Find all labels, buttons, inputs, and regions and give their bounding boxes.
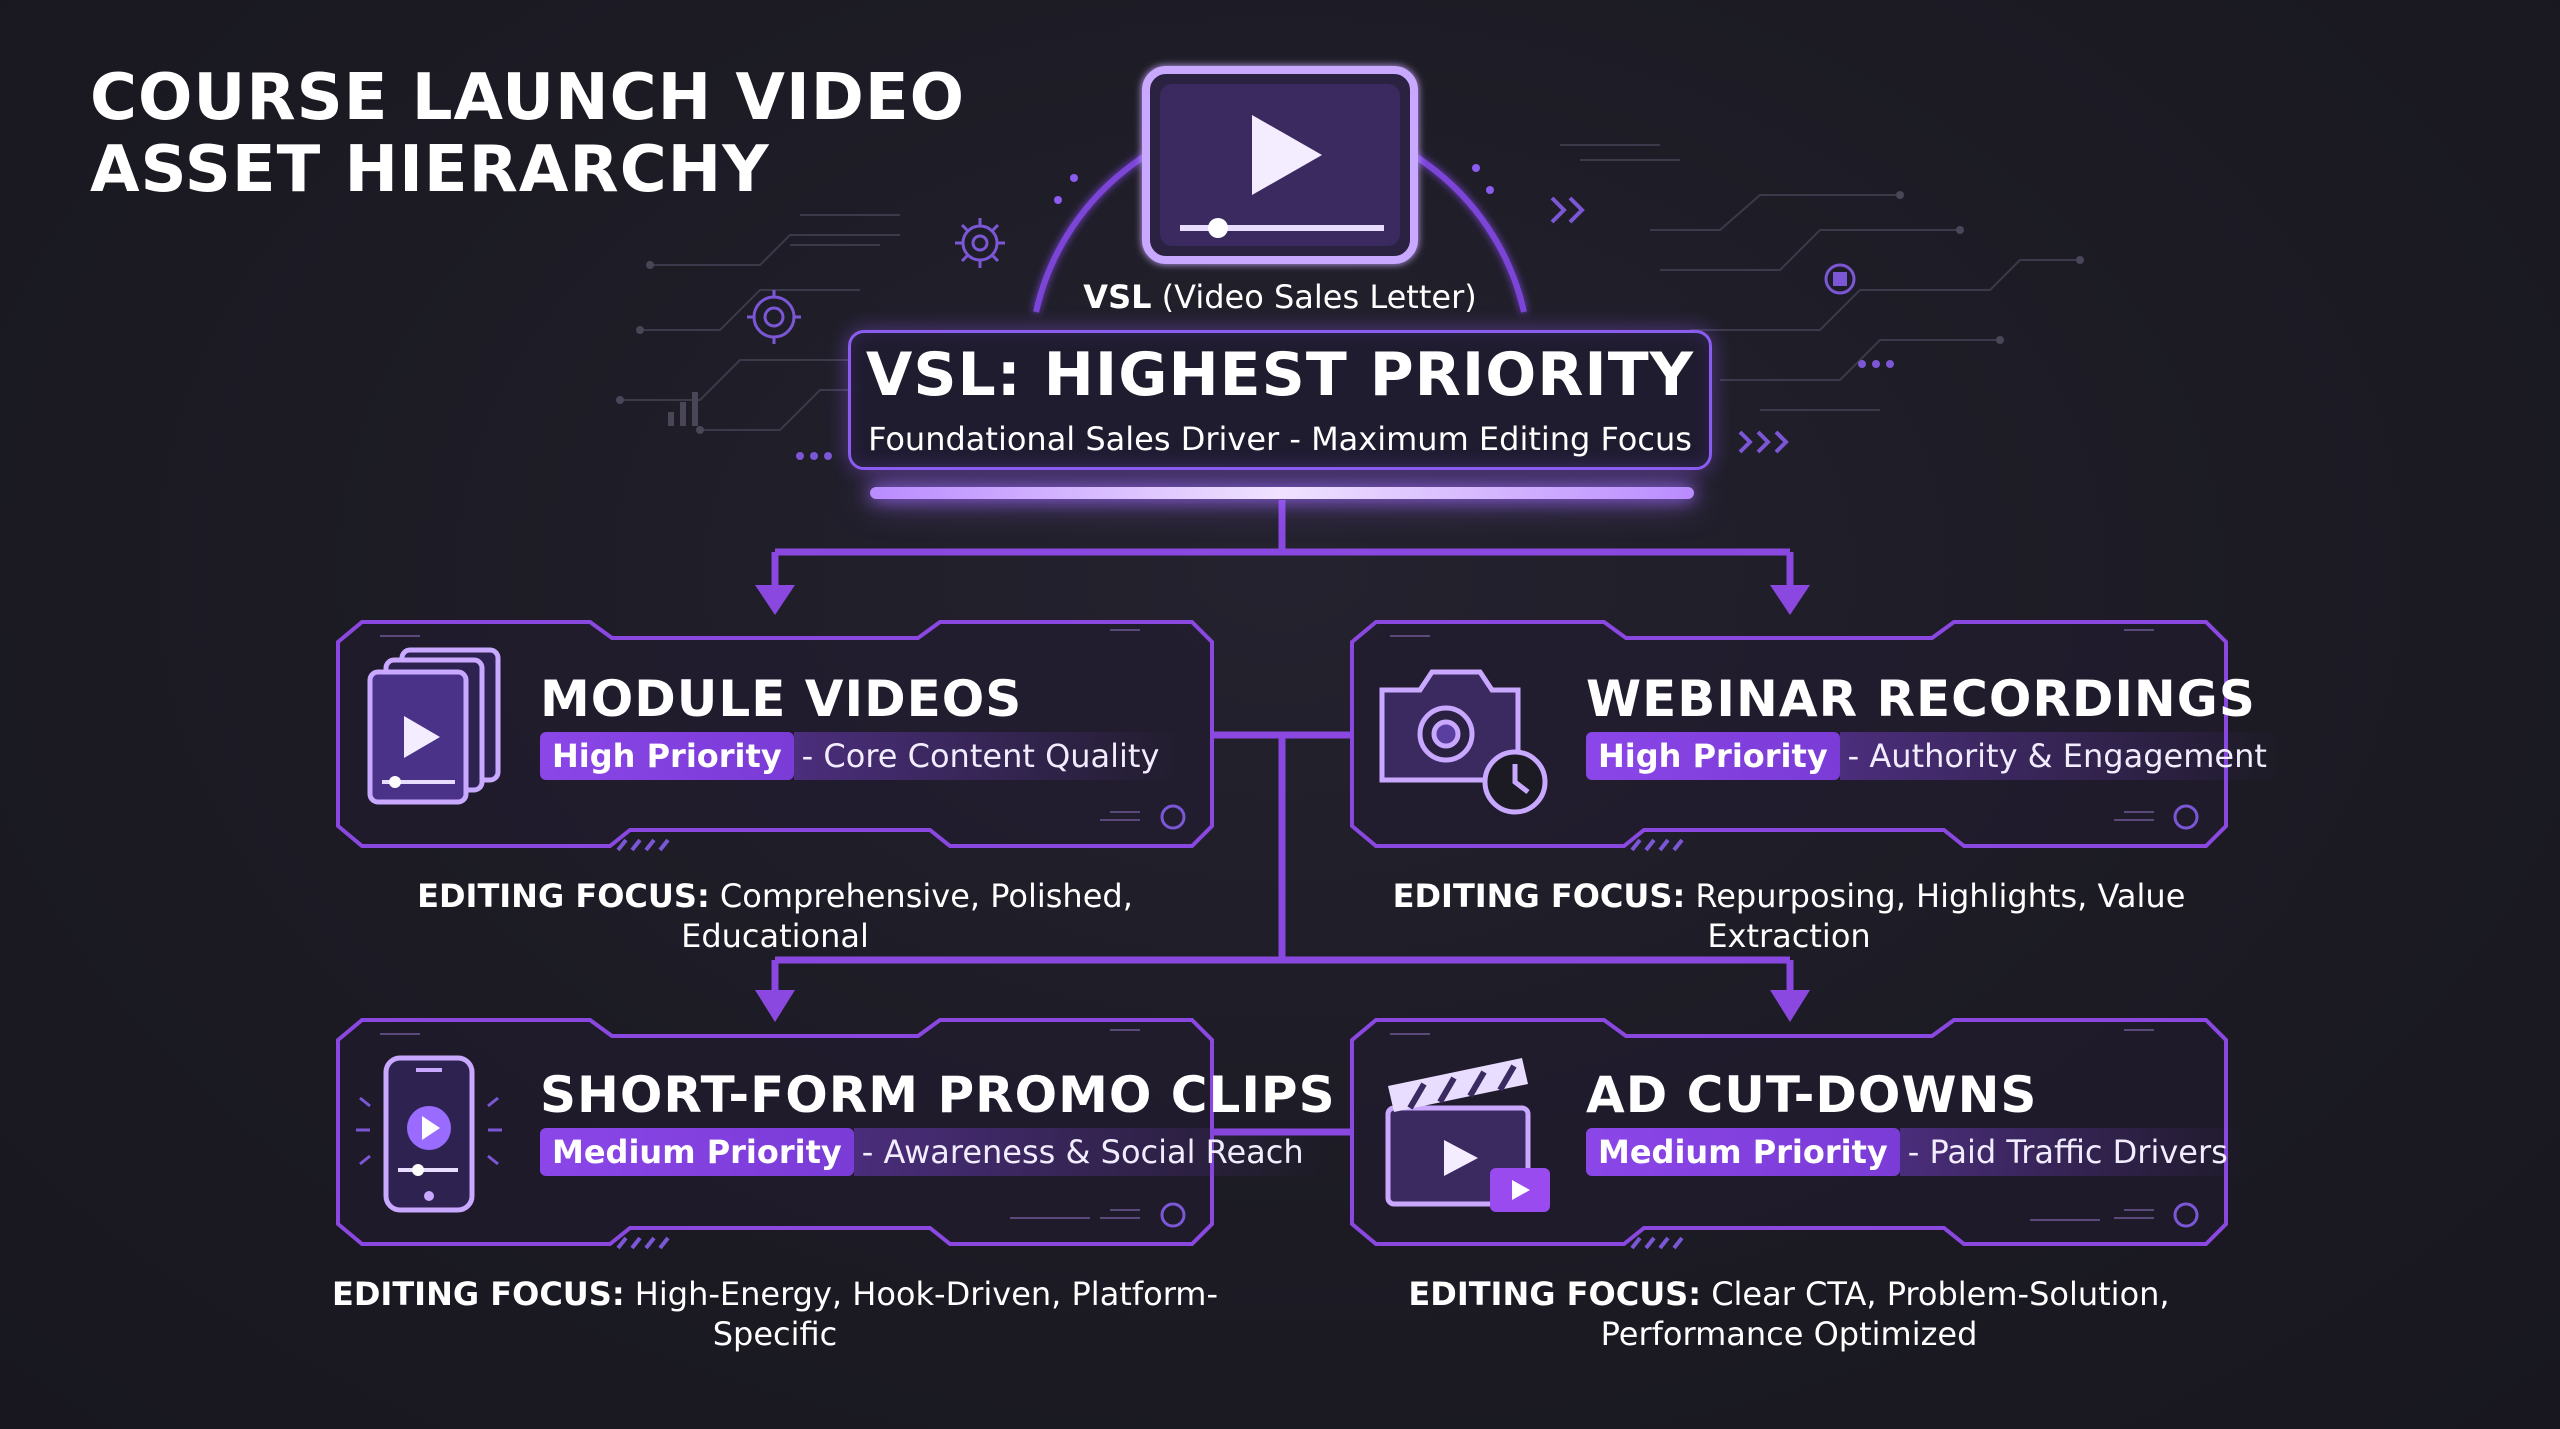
priority-row: Medium Priority - Paid Traffic Drivers [1586, 1128, 2246, 1176]
chevron-double-icon [1550, 196, 1585, 224]
priority-row: High Priority - Core Content Quality [540, 732, 1178, 780]
priority-badge: High Priority [1586, 732, 1840, 780]
priority-row: High Priority - Authority & Engagement [1586, 732, 2285, 780]
gear-icon-card-1 [1160, 804, 1186, 830]
dots-icon-right [1858, 360, 1894, 368]
editing-focus-label: EDITING FOCUS: [332, 1275, 625, 1313]
editing-focus-label: EDITING FOCUS: [1408, 1275, 1702, 1313]
editing-focus-label: EDITING FOCUS: [1392, 877, 1686, 915]
editing-focus-value: Comprehensive, Polished, Educational [681, 877, 1133, 955]
chip-icon [1824, 263, 1856, 295]
camera-clock-icon [1379, 669, 1548, 815]
editing-focus-webinar-recordings: EDITING FOCUS: Repurposing, Highlights, … [1352, 876, 2226, 956]
smartphone-play-icon [356, 1055, 502, 1213]
gear-icon-card-3 [1160, 1202, 1186, 1228]
priority-row: Medium Priority - Awareness & Social Rea… [540, 1128, 1336, 1176]
priority-description: - Paid Traffic Drivers [1899, 1128, 2246, 1176]
video-player-icon [1142, 66, 1418, 264]
priority-badge: Medium Priority [540, 1128, 854, 1176]
page-title-line1: COURSE LAUNCH VIDEO [90, 61, 965, 135]
card-webinar-recordings: WEBINAR RECORDINGS High Priority - Autho… [1586, 670, 2285, 780]
card-short-form-promo-clips: SHORT-FORM PROMO CLIPS Medium Priority -… [540, 1066, 1336, 1176]
editing-focus-value: Repurposing, Highlights, Value Extractio… [1695, 877, 2186, 955]
vsl-caption-rest: (Video Sales Letter) [1151, 278, 1477, 316]
video-files-icon [367, 647, 501, 805]
vsl-caption-bold: VSL [1083, 278, 1152, 316]
card-title: WEBINAR RECORDINGS [1586, 670, 2256, 728]
card-module-videos: MODULE VIDEOS High Priority - Core Conte… [540, 670, 1178, 780]
vsl-node [848, 330, 1712, 470]
circuit-lines-left [620, 214, 900, 431]
card-title: AD CUT-DOWNS [1586, 1066, 2038, 1124]
coin-icon-card-2 [2173, 804, 2199, 830]
priority-description: - Authority & Engagement [1839, 732, 2285, 780]
priority-description: - Awareness & Social Reach [853, 1128, 1322, 1176]
clapperboard-icon [1385, 1058, 1550, 1212]
arrowheads [755, 585, 1810, 1022]
page-title-line2: ASSET HIERARCHY [90, 133, 770, 207]
editing-focus-label: EDITING FOCUS: [417, 877, 710, 915]
card-title: SHORT-FORM PROMO CLIPS [540, 1066, 1336, 1124]
editing-focus-short-form-promo-clips: EDITING FOCUS: High-Energy, Hook-Driven,… [300, 1274, 1250, 1354]
editing-focus-module-videos: EDITING FOCUS: Comprehensive, Polished, … [338, 876, 1212, 956]
card-ad-cut-downs: AD CUT-DOWNS Medium Priority - Paid Traf… [1586, 1066, 2246, 1176]
vsl-caption: VSL (Video Sales Letter) [1000, 278, 1560, 316]
vsl-subtitle: Foundational Sales Driver - Maximum Edit… [868, 420, 1692, 458]
priority-badge: High Priority [540, 732, 794, 780]
editing-focus-value: High-Energy, Hook-Driven, Platform-Speci… [634, 1275, 1218, 1353]
editing-focus-value: Clear CTA, Problem-Solution, Performance… [1600, 1275, 2170, 1353]
card-title: MODULE VIDEOS [540, 670, 1023, 728]
gear-icon-2 [747, 290, 801, 344]
gear-icon-1 [955, 218, 1005, 268]
circuit-lines-right [1560, 144, 2080, 411]
priority-badge: Medium Priority [1586, 1128, 1900, 1176]
priority-description: - Core Content Quality [793, 732, 1178, 780]
bar-chart-icon [668, 392, 698, 426]
dots-icon-left [796, 452, 832, 460]
tree-connectors [771, 500, 1794, 1136]
coin-icon-card-4 [2173, 1202, 2199, 1228]
vsl-glow-bar [870, 487, 1694, 499]
chevron-triple-icon [1738, 430, 1789, 454]
editing-focus-ad-cut-downs: EDITING FOCUS: Clear CTA, Problem-Soluti… [1352, 1274, 2226, 1354]
card-accents [616, 838, 1684, 1250]
page-title: COURSE LAUNCH VIDEO ASSET HIERARCHY [90, 62, 965, 206]
vsl-title: VSL: HIGHEST PRIORITY [865, 340, 1695, 410]
